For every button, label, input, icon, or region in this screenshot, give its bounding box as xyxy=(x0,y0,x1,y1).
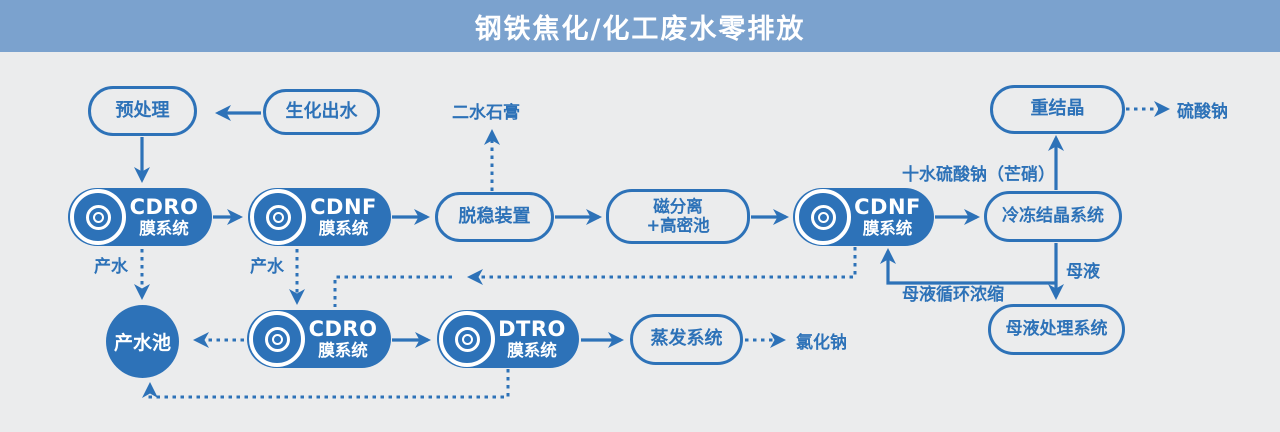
node-freeze-crystallization: 冷冻结晶系统 xyxy=(984,191,1122,242)
label-sodium-chloride: 氯化钠 xyxy=(796,333,847,353)
label-sodium-sulfate-decahydrate: 十水硫酸钠（芒硝） xyxy=(902,165,1055,185)
flow-diagram: 预处理 生化出水 重结晶 CDRO 膜系统 CDNF 膜系统 脱稳装置 磁分离 … xyxy=(0,52,1280,432)
membrane-disc-icon xyxy=(439,311,495,367)
node-cdro-2-name: CDRO xyxy=(308,316,378,341)
node-cdro-2-text: CDRO 膜系统 xyxy=(305,316,391,361)
node-recrystallization: 重结晶 xyxy=(990,85,1125,134)
node-dtro-membrane: DTRO 膜系统 xyxy=(437,310,579,368)
membrane-disc-icon xyxy=(249,311,305,367)
node-cdnf-1-text: CDNF 膜系统 xyxy=(306,194,391,239)
label-mother-liquor: 母液 xyxy=(1066,262,1100,282)
membrane-disc-icon xyxy=(795,189,851,245)
node-cdnf-membrane-1: CDNF 膜系统 xyxy=(248,188,391,246)
node-cdnf-1-name: CDNF xyxy=(310,194,377,219)
node-cdnf-1-sub: 膜系统 xyxy=(318,218,369,238)
membrane-disc-icon xyxy=(250,189,306,245)
node-cdro-membrane-2: CDRO 膜系统 xyxy=(247,310,391,368)
node-dtro-text: DTRO 膜系统 xyxy=(495,316,579,361)
node-cdro-1-sub: 膜系统 xyxy=(139,218,189,238)
edge-cdnf2-return-arrow xyxy=(467,247,857,285)
node-cdnf-2-name: CDNF xyxy=(854,194,921,219)
node-recrystallization-label: 重结晶 xyxy=(1030,98,1085,120)
node-cdnf-2-sub: 膜系统 xyxy=(862,218,913,238)
label-product-water-1: 产水 xyxy=(94,257,128,277)
node-pretreatment: 预处理 xyxy=(88,86,197,136)
node-product-water-pool: 产水池 xyxy=(106,305,179,378)
page-title: 钢铁焦化/化工废水零排放 xyxy=(474,13,806,45)
node-cdro-membrane-1: CDRO 膜系统 xyxy=(68,188,212,246)
node-evaporation: 蒸发系统 xyxy=(630,314,743,365)
node-biochemical-effluent-label: 生化出水 xyxy=(285,100,358,122)
node-magnetic-separation: 磁分离 +高密池 xyxy=(606,189,750,244)
node-dtro-name: DTRO xyxy=(498,316,566,341)
title-banner: 钢铁焦化/化工废水零排放 xyxy=(0,0,1280,52)
node-mother-liquor-treatment-label: 母液处理系统 xyxy=(1005,318,1108,339)
membrane-disc-icon xyxy=(70,189,126,245)
node-cdro-2-sub: 膜系统 xyxy=(318,340,368,360)
edge-cdnf2-return-to-cdro2 xyxy=(333,275,452,307)
node-destabilization-label: 脱稳装置 xyxy=(458,205,531,227)
node-cdnf-membrane-2: CDNF 膜系统 xyxy=(793,188,934,246)
node-destabilization: 脱稳装置 xyxy=(435,192,554,242)
node-cdro-1-text: CDRO 膜系统 xyxy=(126,194,212,239)
node-magsep-line2: +高密池 xyxy=(646,215,710,235)
node-product-water-pool-label: 产水池 xyxy=(113,332,171,354)
edge-ml-recycle-to-cdnf2 xyxy=(880,248,1056,285)
node-mother-liquor-treatment: 母液处理系统 xyxy=(988,304,1125,355)
edge-dtro-return-to-pool xyxy=(142,369,510,399)
node-magsep-line1: 磁分离 xyxy=(653,196,703,216)
node-biochemical-effluent: 生化出水 xyxy=(263,89,380,135)
node-dtro-sub: 膜系统 xyxy=(507,340,557,360)
node-cdro-1-name: CDRO xyxy=(129,194,199,219)
node-evaporation-label: 蒸发系统 xyxy=(650,328,723,350)
node-pretreatment-label: 预处理 xyxy=(115,99,170,121)
label-product-water-2: 产水 xyxy=(250,257,284,277)
node-cdnf-2-text: CDNF 膜系统 xyxy=(851,194,934,239)
label-dihydrate-gypsum: 二水石膏 xyxy=(452,103,520,123)
node-freeze-crystallization-label: 冷冻结晶系统 xyxy=(1002,205,1104,226)
label-sodium-sulfate: 硫酸钠 xyxy=(1177,102,1228,122)
flow-connectors xyxy=(134,101,1170,399)
label-mother-liquor-recycle: 母液循环浓缩 xyxy=(902,285,1004,305)
